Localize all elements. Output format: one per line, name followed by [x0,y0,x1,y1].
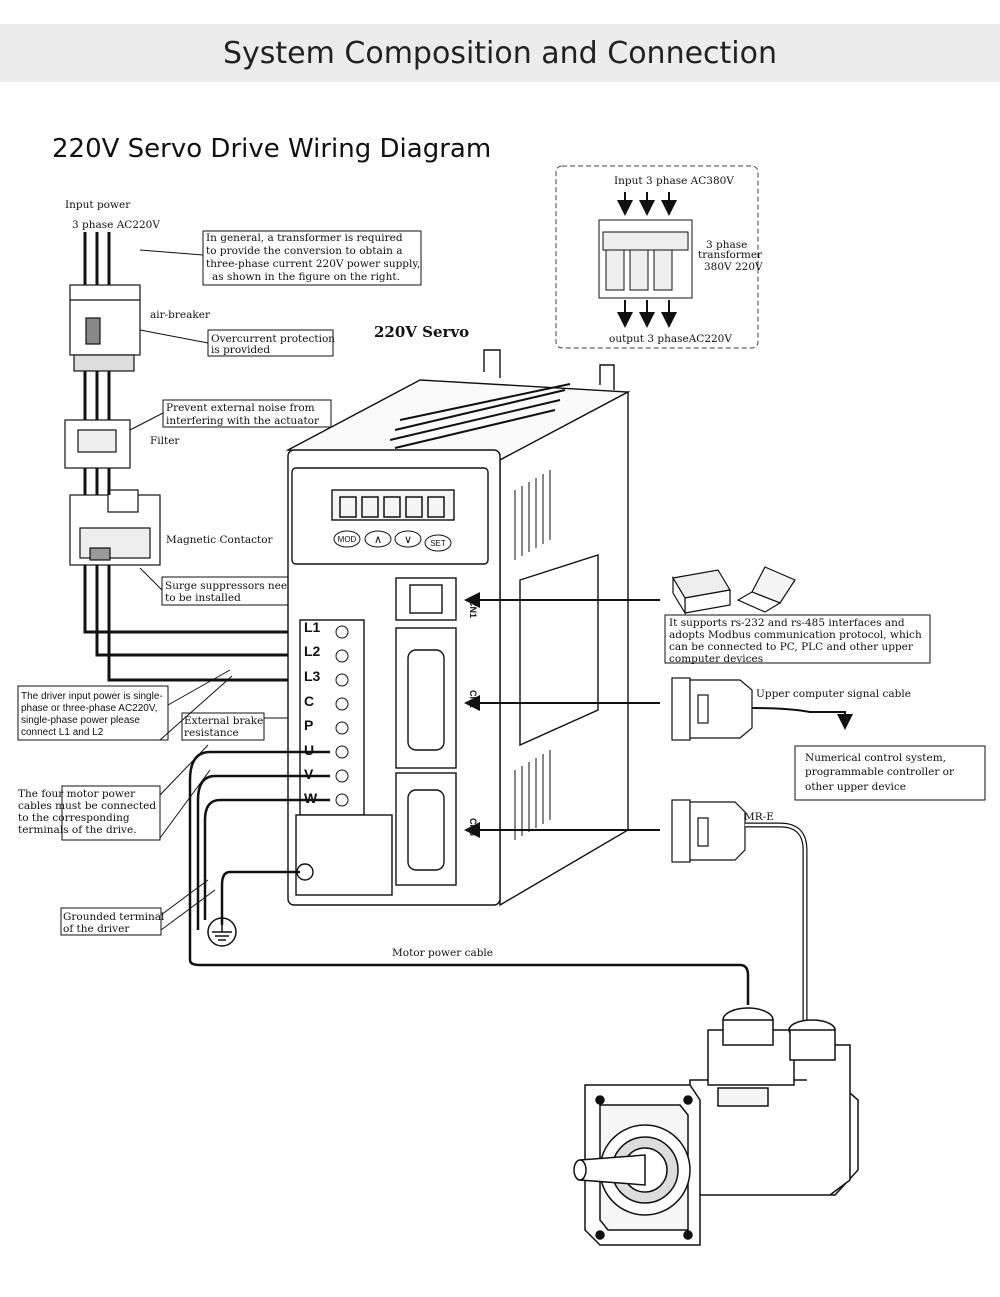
svg-text:L2: L2 [304,643,321,659]
svg-text:External brake: External brake [184,715,263,727]
motor-wires [188,750,750,1005]
note-overcurrent: Overcurrent protection is provided [139,329,335,357]
svg-text:3 phase: 3 phase [706,239,747,251]
note-comm: It supports rs-232 and rs-485 interfaces… [664,614,931,665]
svg-text:phase or three-phase AC220V,: phase or three-phase AC220V, [21,703,157,714]
svg-text:computer devices: computer devices [669,653,763,665]
svg-text:to be installed: to be installed [165,592,241,604]
svg-text:interfering with the actuator: interfering with the actuator [166,415,320,427]
svg-text:single-phase power please: single-phase power please [21,715,140,726]
svg-text:U: U [304,742,314,758]
terminal-block: L1 L2 L3 C P U V W [304,619,349,807]
filter-label: Filter [150,435,180,447]
svg-text:resistance: resistance [184,727,239,739]
note-noise: Prevent external noise from interfering … [129,399,332,431]
svg-text:V: V [304,766,314,782]
svg-text:CN3: CN3 [468,818,478,836]
svg-text:terminals of the drive.: terminals of the drive. [18,824,137,836]
svg-text:L3: L3 [304,668,321,684]
note-brake: External brake resistance [181,712,305,741]
svg-text:is provided: is provided [211,344,270,356]
svg-text:W: W [304,790,318,806]
banner-title: System Composition and Connection [0,24,1000,82]
svg-text:The driver input power is sing: The driver input power is single- [21,691,163,702]
svg-text:The four motor power: The four motor power [18,788,136,800]
filter-icon [64,419,131,469]
ground-icon [207,917,237,947]
input-power-label: Input power [65,199,131,211]
svg-text:transformer: transformer [698,249,763,261]
svg-text:to provide the conversion to o: to provide the conversion to obtain a [206,245,402,257]
note-driver-input: The driver input power is single- phase … [17,669,233,741]
svg-text:three-phase current 220V power: three-phase current 220V power supply, [206,258,420,270]
servo-title: 220V Servo [374,323,469,341]
svg-text:as shown in the figure on the: as shown in the figure on the right. [212,271,400,283]
motor-power-cable-label: Motor power cable [392,947,493,959]
svg-text:Prevent external noise from: Prevent external noise from [166,402,315,414]
svg-text:of the driver: of the driver [63,923,130,935]
svg-text:Grounded terminal: Grounded terminal [63,911,165,923]
note-ground: Grounded terminal of the driver [60,879,216,936]
svg-text:CN1: CN1 [468,600,478,618]
db-connector-cn2-icon [671,677,853,741]
db-connector-cn3-icon [671,799,746,863]
note-transformer: In general, a transformer is required to… [139,230,422,286]
contactor-icon [69,489,161,566]
svg-text:Input 3 phase AC380V: Input 3 phase AC380V [614,175,734,187]
svg-text:P: P [304,717,313,733]
air-breaker-icon [69,284,141,372]
svg-text:Surge suppressors need: Surge suppressors need [165,580,294,592]
svg-text:C: C [304,693,314,709]
note-surge: Surge suppressors need to be installed [139,567,294,606]
svg-text:connect L1 and L2: connect L1 and L2 [21,727,104,738]
phase-label: 3 phase AC220V [72,219,160,231]
air-breaker-label: air-breaker [150,309,211,321]
transformer-icon [602,231,689,291]
servo-keypad: MOD ∧ ∨ SET [333,530,452,552]
plc-icon [672,569,731,616]
key-set: SET [430,539,446,548]
contactor-label: Magnetic Contactor [166,534,274,546]
encoder-cable [745,822,808,1020]
diagram-title: 220V Servo Drive Wiring Diagram [52,134,492,164]
power-wires [83,232,330,682]
svg-text:Overcurrent protection: Overcurrent protection [211,333,335,345]
key-down: ∨ [404,534,412,546]
key-up: ∧ [374,534,382,546]
svg-text:380V 220V: 380V 220V [704,261,763,273]
led-display [339,496,445,518]
svg-text:can be connected to PC, PLC an: can be connected to PC, PLC and other up… [669,641,914,653]
laptop-icon [736,566,796,613]
upper-signal-cable-label: Upper computer signal cable [756,688,911,700]
svg-text:In general, a transformer is r: In general, a transformer is required [206,232,403,244]
servo-motor-icon [573,1007,859,1246]
svg-text:It supports rs-232 and rs-485: It supports rs-232 and rs-485 interfaces… [669,617,905,629]
svg-text:programmable controller or: programmable controller or [805,766,955,778]
svg-text:other upper device: other upper device [805,781,906,793]
svg-text:output 3 phaseAC220V: output 3 phaseAC220V [609,333,732,345]
transformer-panel: Input 3 phase AC380V 3 phase transformer… [555,165,763,349]
svg-text:adopts Modbus communication pr: adopts Modbus communication protocol, wh… [669,629,922,641]
svg-text:Numerical control system,: Numerical control system, [805,752,946,764]
note-motor-cables: The four motor power cables must be conn… [18,744,211,841]
svg-text:to the corresponding: to the corresponding [18,812,130,824]
note-upper-devices: Numerical control system, programmable c… [794,745,986,801]
svg-text:L1: L1 [304,619,321,635]
key-mod: MOD [338,535,357,544]
svg-text:CN2: CN2 [468,690,478,708]
svg-text:cables must be connected: cables must be connected [18,800,156,812]
encoder-cable-label: MR-E [744,811,774,823]
